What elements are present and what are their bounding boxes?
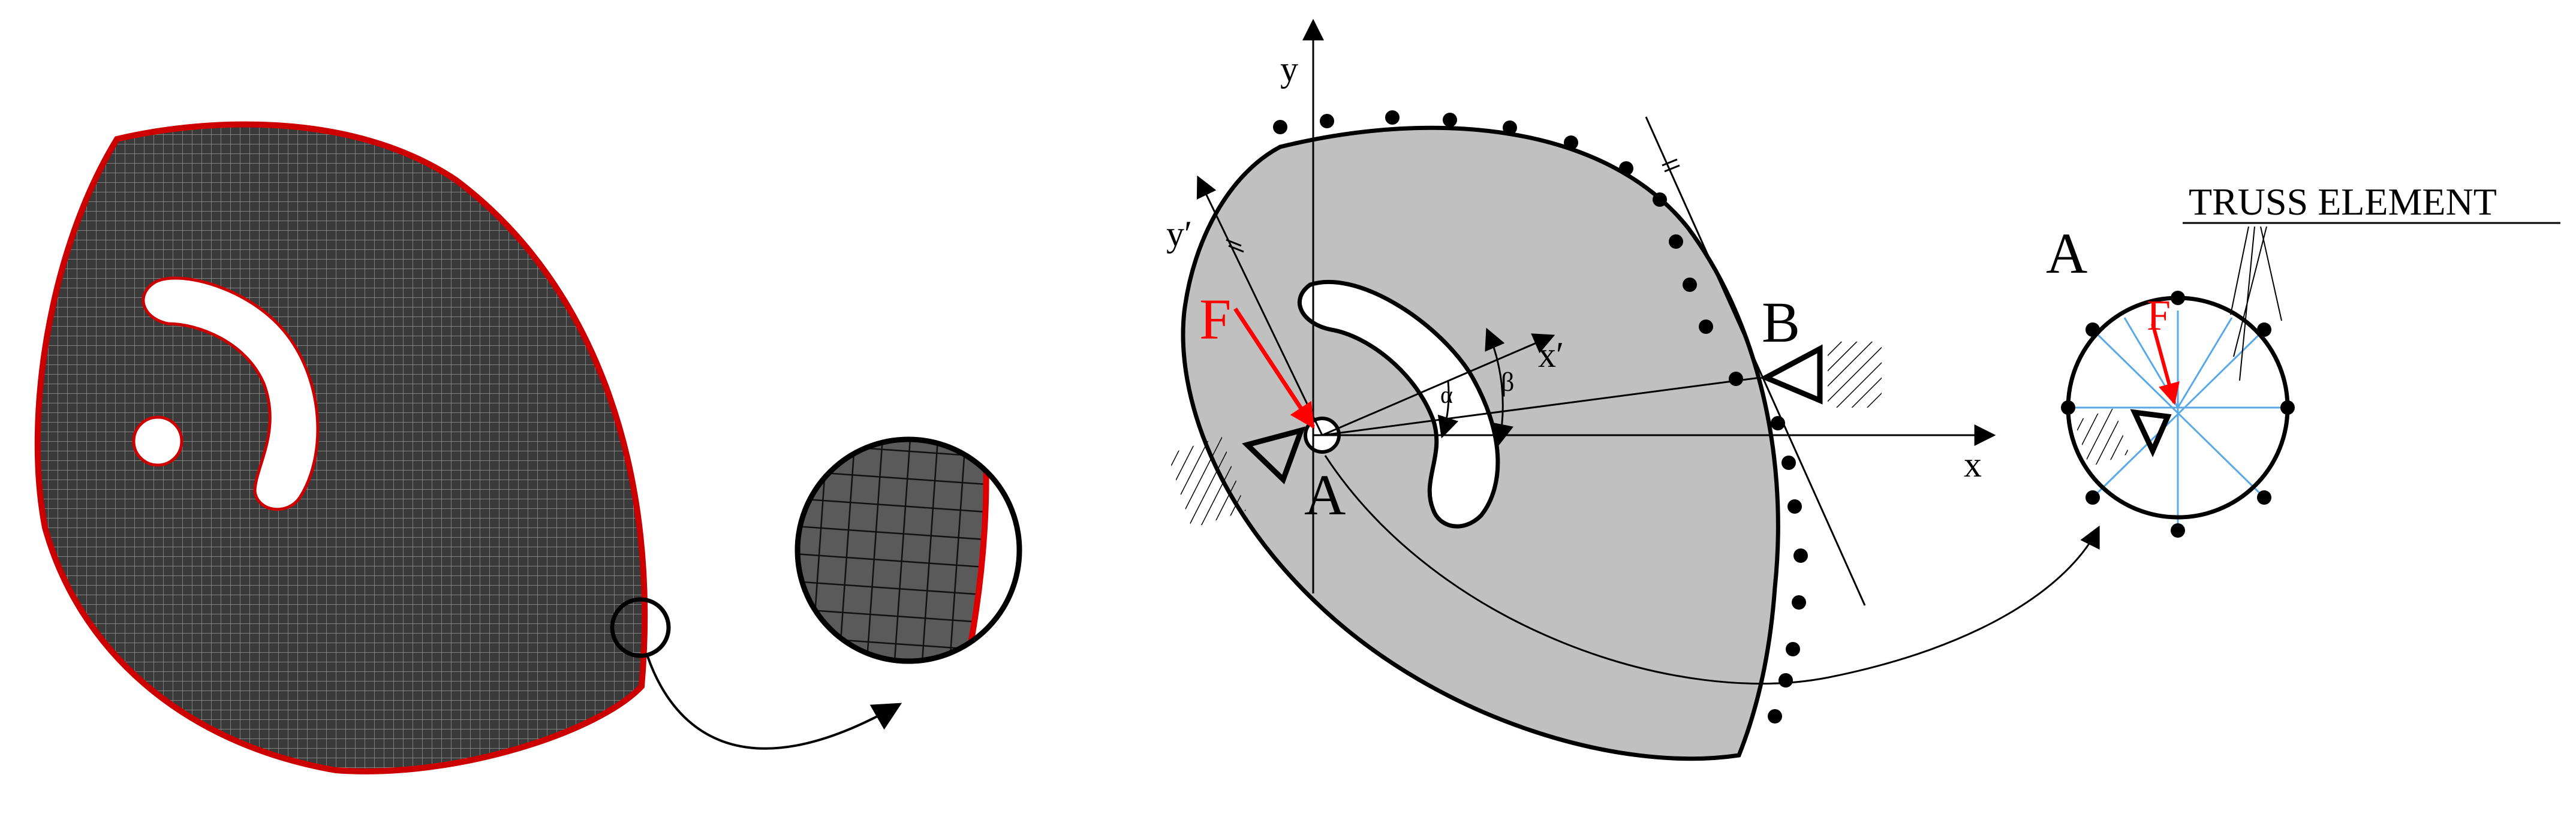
x-axis-label: x [1964, 445, 1982, 484]
zoom-connector-arrow [646, 656, 902, 750]
x-prime-axis-line [1322, 333, 1555, 436]
mesh-slot [142, 276, 320, 511]
detail-title: A [2046, 221, 2087, 285]
beta-label: β [1501, 367, 1514, 397]
detail-connector-arrow [1324, 455, 2100, 685]
detail-force-arrow [2151, 323, 2180, 405]
detail-node-dots [2061, 291, 2295, 538]
alpha-arc [1437, 381, 1459, 439]
alpha-label: α [1440, 381, 1453, 408]
truss-node-dots [1273, 110, 1808, 723]
y-prime-axis-line [1196, 175, 1323, 436]
support-b-label: B [1762, 290, 1800, 354]
detail-force-label: F [2147, 291, 2171, 339]
detail-support [2074, 408, 2172, 467]
tangent-line [1645, 116, 1866, 606]
support-b [1759, 342, 1882, 408]
force-arrow-f [1233, 308, 1315, 429]
force-label: F [1199, 287, 1231, 351]
x-prime-label: x′ [1538, 335, 1564, 375]
y-axis-label: y [1280, 49, 1298, 89]
zoom-detail-circle [795, 436, 1022, 664]
truss-element-label: TRUSS ELEMENT [2189, 180, 2497, 223]
fe-mesh-panel [34, 121, 1022, 774]
beta-arc [1485, 327, 1514, 446]
y-prime-label: y′ [1166, 214, 1192, 254]
support-a [1167, 426, 1306, 529]
detail-a-panel: A F TRUSS ELEMENT [2046, 180, 2560, 538]
support-a-label: A [1304, 463, 1346, 527]
plate-slot [1297, 279, 1500, 529]
zoom-marker-circle [610, 597, 671, 658]
mesh-plate [34, 121, 648, 774]
tick-marks [1226, 158, 1680, 253]
schematic-panel: y x y′ x′ F A B α β [1166, 19, 2100, 761]
truss-leader-lines [2230, 226, 2282, 381]
mesh-hole [132, 415, 183, 467]
radius-to-b [1322, 376, 1761, 436]
